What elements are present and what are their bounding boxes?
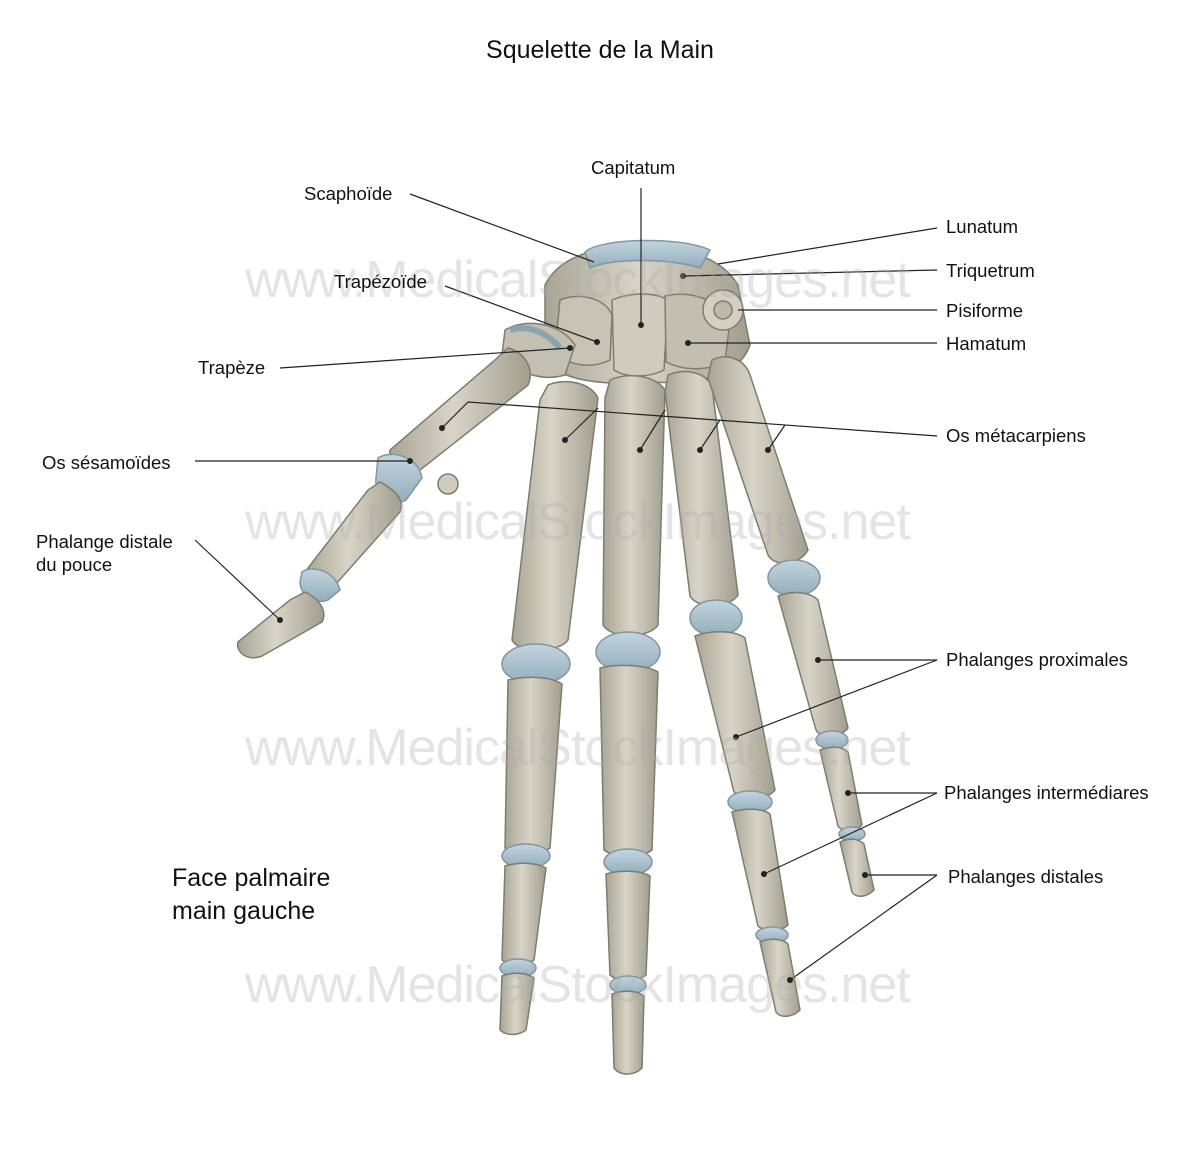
caption-line1: Face palmaire <box>172 864 331 892</box>
label-capitatum: Capitatum <box>591 157 676 178</box>
label-phalange-distale-pouce-line1: Phalange distale <box>36 531 173 552</box>
label-triquetrum: Triquetrum <box>946 260 1035 281</box>
label-lunatum: Lunatum <box>946 216 1018 237</box>
little-finger-bones <box>707 356 875 897</box>
label-scaphoide: Scaphoïde <box>304 183 393 204</box>
watermark: www.MedicalStockImages.net <box>245 251 911 309</box>
caption-line2: main gauche <box>172 896 316 925</box>
label-phalanges-proximales: Phalanges proximales <box>946 649 1129 670</box>
ring-finger-bones <box>664 370 801 1017</box>
label-phalanges-intermediaires: Phalanges intermédiares <box>944 782 1149 803</box>
label-phalanges-distales: Phalanges distales <box>948 866 1104 887</box>
label-phalange-distale-pouce-line2: du pouce <box>36 554 113 576</box>
label-hamatum: Hamatum <box>946 333 1027 354</box>
index-finger-bones <box>499 381 599 1036</box>
label-trapeze: Trapèze <box>198 357 266 378</box>
middle-finger-bones <box>595 374 666 1075</box>
label-sesamoides: Os sésamoïdes <box>42 452 171 473</box>
leader-dots <box>277 273 868 983</box>
label-trapezoide: Trapézoïde <box>334 271 427 292</box>
diagram-title: Squelette de la Main <box>486 36 714 64</box>
carpal-bones <box>501 239 751 384</box>
label-phalange-distale-pouce: Phalange distale du pouce <box>36 530 173 576</box>
label-metacarpiens: Os métacarpiens <box>946 425 1086 446</box>
leader-lines <box>194 188 938 981</box>
view-caption: Face palmaire main gauche <box>172 862 330 927</box>
watermark: www.MedicalStockImages.net <box>245 956 911 1014</box>
watermark: www.MedicalStockImages.net <box>245 719 911 777</box>
watermark: www.MedicalStockImages.net <box>245 493 911 551</box>
label-pisiforme: Pisiforme <box>946 300 1024 321</box>
